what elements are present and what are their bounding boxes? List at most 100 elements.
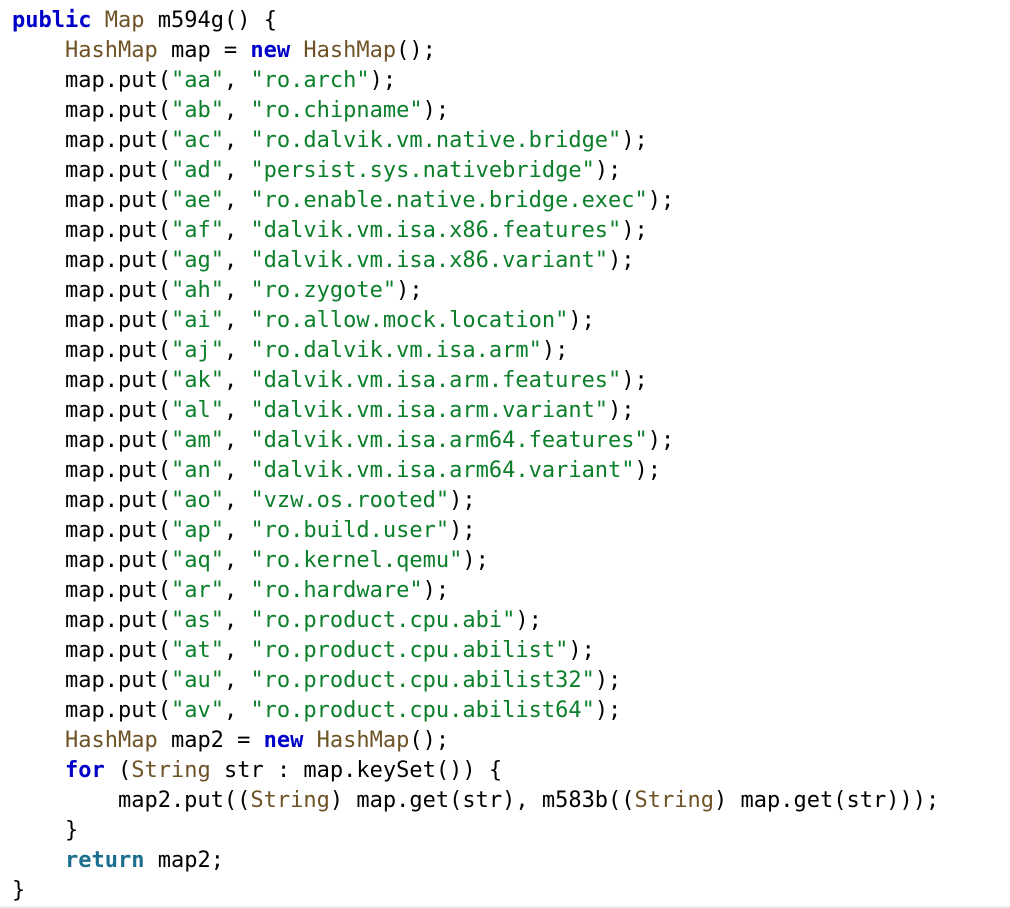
code-token: str : map.keySet()) { bbox=[210, 758, 503, 783]
code-token: "ro.arch" bbox=[250, 68, 370, 93]
code-token: map.put( bbox=[12, 218, 171, 243]
code-token: ); bbox=[462, 548, 489, 573]
code-token: map.put( bbox=[12, 458, 171, 483]
code-token: , bbox=[223, 188, 251, 213]
code-line: } bbox=[12, 816, 939, 846]
code-token: } bbox=[12, 878, 26, 903]
code-token: "ro.kernel.qemu" bbox=[250, 548, 463, 573]
code-token: "ag" bbox=[170, 248, 224, 273]
code-token: "ro.zygote" bbox=[250, 278, 397, 303]
code-token bbox=[12, 758, 65, 783]
code-line: map.put("ah", "ro.zygote"); bbox=[12, 276, 939, 306]
code-token: "vzw.os.rooted" bbox=[250, 488, 450, 513]
code-token: ); bbox=[594, 158, 622, 183]
code-token: map.put( bbox=[12, 188, 171, 213]
code-token: ); bbox=[608, 398, 635, 423]
code-token: "ro.product.cpu.abilist64" bbox=[250, 698, 595, 723]
code-token: , bbox=[223, 518, 251, 543]
code-token bbox=[12, 728, 65, 753]
code-token: "ar" bbox=[170, 578, 224, 603]
code-token: ) map.get(str), m583b(( bbox=[329, 788, 635, 813]
code-token bbox=[12, 38, 65, 63]
code-token: HashMap bbox=[64, 38, 158, 63]
code-token: "ai" bbox=[170, 308, 224, 333]
code-token: "au" bbox=[170, 668, 224, 693]
code-block: public Map m594g() { HashMap map = new H… bbox=[12, 6, 939, 906]
code-token: map.put( bbox=[12, 68, 171, 93]
code-token bbox=[12, 848, 65, 873]
code-token: ); bbox=[369, 68, 397, 93]
code-token: return bbox=[64, 848, 145, 873]
code-token: "ro.dalvik.vm.native.bridge" bbox=[250, 128, 622, 153]
code-token: , bbox=[223, 668, 251, 693]
code-token: HashMap bbox=[316, 728, 410, 753]
code-token: ); bbox=[594, 668, 622, 693]
code-token: ); bbox=[647, 188, 675, 213]
code-token: map.put( bbox=[12, 368, 171, 393]
code-token: "av" bbox=[170, 698, 224, 723]
code-line: map.put("ae", "ro.enable.native.bridge.e… bbox=[12, 186, 939, 216]
code-token: ); bbox=[396, 278, 423, 303]
code-token bbox=[290, 38, 303, 63]
code-token: "ro.hardware" bbox=[250, 578, 423, 603]
code-token: "af" bbox=[170, 218, 224, 243]
code-token bbox=[91, 8, 104, 33]
code-token: ); bbox=[568, 638, 595, 663]
code-token: , bbox=[223, 698, 251, 723]
code-token: map2 = bbox=[157, 728, 264, 753]
code-token: ); bbox=[647, 428, 675, 453]
code-line: for (String str : map.keySet()) { bbox=[12, 756, 939, 786]
code-line: map.put("au", "ro.product.cpu.abilist32"… bbox=[12, 666, 939, 696]
code-token: "ro.dalvik.vm.isa.arm" bbox=[250, 338, 542, 363]
code-token: "ro.product.cpu.abi" bbox=[250, 608, 516, 633]
code-token: map.put( bbox=[12, 638, 171, 663]
code-token: "ao" bbox=[170, 488, 224, 513]
code-token: "an" bbox=[170, 458, 224, 483]
code-token: ); bbox=[515, 608, 542, 633]
code-token: ( bbox=[104, 758, 132, 783]
code-token: map.put( bbox=[12, 548, 171, 573]
code-token: HashMap bbox=[64, 728, 158, 753]
code-token: "dalvik.vm.isa.x86.variant" bbox=[250, 248, 609, 273]
bottom-divider bbox=[0, 906, 1010, 908]
code-token: HashMap bbox=[303, 38, 397, 63]
code-token: map.put( bbox=[12, 518, 171, 543]
code-token: ); bbox=[422, 98, 450, 123]
code-token: "ak" bbox=[170, 368, 224, 393]
code-token: , bbox=[223, 368, 251, 393]
code-token: "dalvik.vm.isa.x86.features" bbox=[250, 218, 622, 243]
code-token: map.put( bbox=[12, 698, 171, 723]
code-token: , bbox=[223, 278, 251, 303]
code-token: , bbox=[223, 158, 251, 183]
code-token: "ro.allow.mock.location" bbox=[250, 308, 569, 333]
code-line: } bbox=[12, 876, 939, 906]
code-token: ) map.get(str))); bbox=[714, 788, 940, 813]
code-token: map2.put(( bbox=[12, 788, 251, 813]
code-line: map.put("ai", "ro.allow.mock.location"); bbox=[12, 306, 939, 336]
code-token: "aq" bbox=[170, 548, 224, 573]
code-token: , bbox=[223, 548, 251, 573]
code-token: "aj" bbox=[170, 338, 224, 363]
code-token: "al" bbox=[170, 398, 224, 423]
code-token: , bbox=[223, 488, 251, 513]
code-token: ); bbox=[541, 338, 569, 363]
code-line: map.put("an", "dalvik.vm.isa.arm64.varia… bbox=[12, 456, 939, 486]
code-line: map.put("aj", "ro.dalvik.vm.isa.arm"); bbox=[12, 336, 939, 366]
code-token: (); bbox=[409, 728, 450, 753]
code-line: map.put("ag", "dalvik.vm.isa.x86.variant… bbox=[12, 246, 939, 276]
code-token: "ro.chipname" bbox=[250, 98, 423, 123]
code-token: map.put( bbox=[12, 98, 171, 123]
code-token: , bbox=[223, 218, 251, 243]
code-token: , bbox=[223, 578, 251, 603]
code-token: "ro.build.user" bbox=[250, 518, 450, 543]
code-token: ); bbox=[634, 458, 662, 483]
code-token: ); bbox=[608, 248, 635, 273]
code-line: map.put("ab", "ro.chipname"); bbox=[12, 96, 939, 126]
code-token: Map bbox=[104, 8, 145, 33]
code-token: ); bbox=[422, 578, 450, 603]
code-token: , bbox=[223, 128, 251, 153]
code-token: , bbox=[223, 608, 251, 633]
code-token: m594g() { bbox=[144, 8, 277, 33]
code-line: map.put("ao", "vzw.os.rooted"); bbox=[12, 486, 939, 516]
code-line: map.put("ac", "ro.dalvik.vm.native.bridg… bbox=[12, 126, 939, 156]
